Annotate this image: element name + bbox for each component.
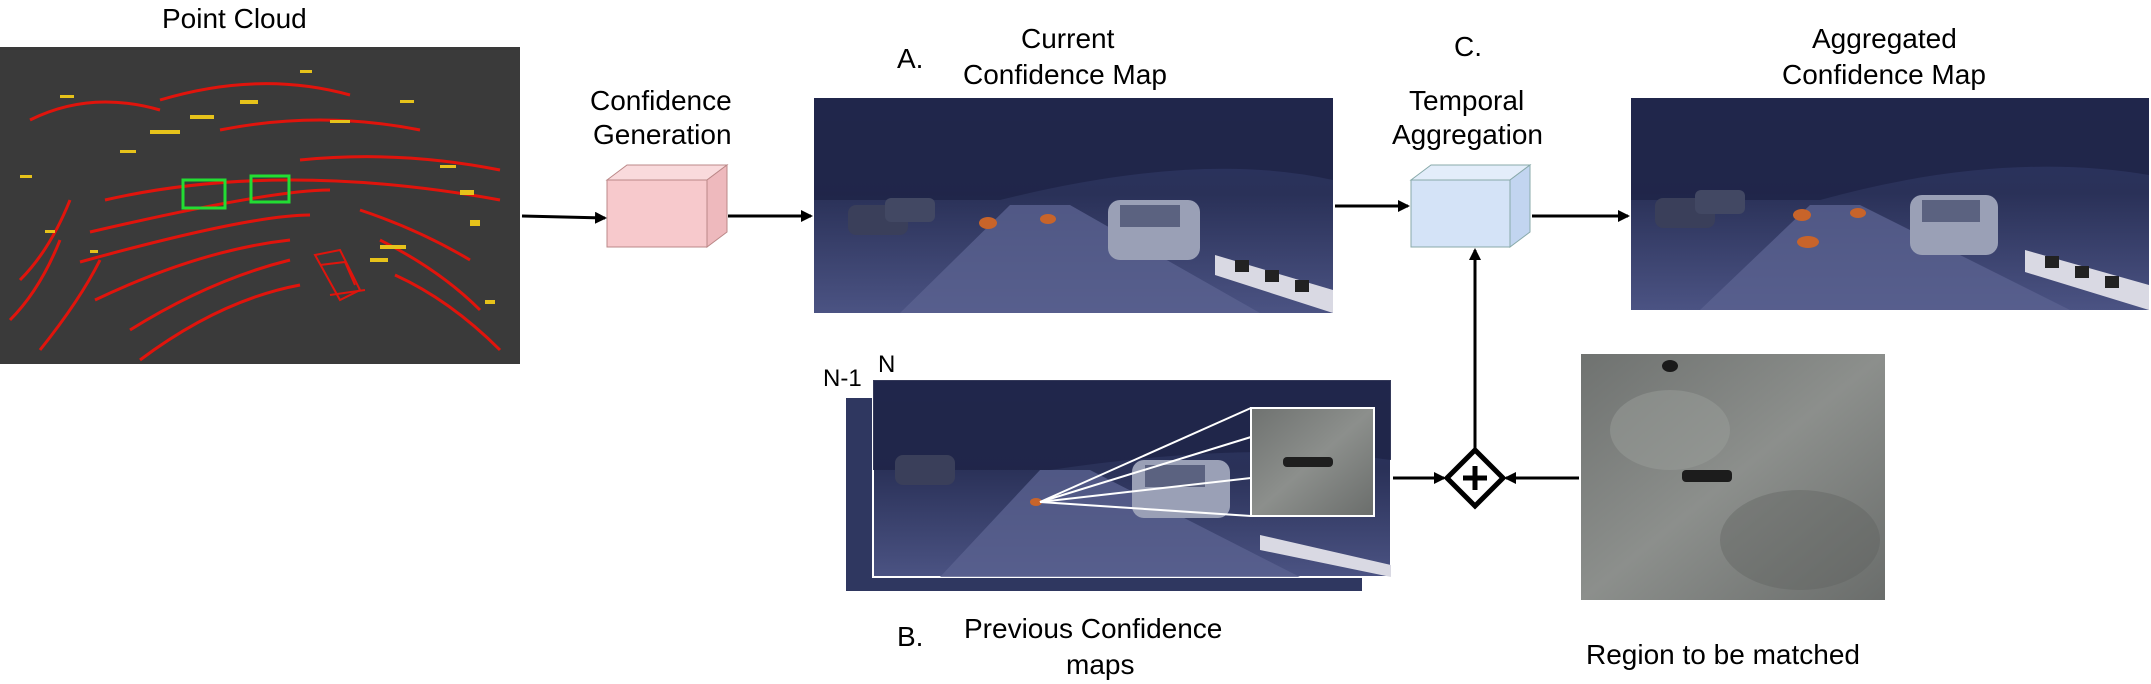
lidar-car <box>313 248 366 302</box>
lidar-rings <box>8 82 502 362</box>
confidence-spot <box>1030 498 1042 506</box>
plus-in-diamond-icon <box>1443 446 1507 510</box>
previous-confidence-maps-stack <box>846 379 1392 591</box>
region-to-be-matched-image <box>1581 354 1885 600</box>
roi-box-left <box>181 178 227 210</box>
region-to-be-matched-label: Region to be matched <box>1586 639 1860 670</box>
curb-stripes <box>2045 256 2119 288</box>
arrow-pointcloud-to-generation <box>521 211 607 224</box>
previous-maps-label-line2: maps <box>1066 649 1135 680</box>
confidence-generation-label-line1: Confidence <box>590 85 732 116</box>
roi-box-right <box>249 174 291 204</box>
frame-label-n: N <box>878 351 896 378</box>
point-cloud-image <box>0 47 520 364</box>
marker-a: A. <box>897 43 924 74</box>
lidar-yellow-points <box>20 70 495 304</box>
current-map-label-line1: Current <box>1021 23 1115 54</box>
confidence-spot <box>1040 214 1056 224</box>
current-map-label-line2: Confidence Map <box>963 59 1167 90</box>
marker-b: B. <box>897 621 924 652</box>
confidence-generation-label-line2: Generation <box>593 119 732 150</box>
aggregated-confidence-map-image <box>1631 98 2149 310</box>
zoom-callout-lines <box>1039 407 1252 517</box>
confidence-spot <box>1793 209 1811 221</box>
current-confidence-map-image <box>814 98 1333 313</box>
flow-arrows <box>521 200 1630 484</box>
point-cloud-title: Point Cloud <box>162 3 307 34</box>
previous-maps-label-line1: Previous Confidence <box>964 613 1223 644</box>
aggregated-map-label-line2: Confidence Map <box>1782 59 1986 90</box>
frame-label-n-minus-1: N-1 <box>823 365 862 392</box>
temporal-aggregation-label-line2: Aggregation <box>1392 119 1544 150</box>
confidence-spot <box>979 217 997 229</box>
temporal-aggregation-label-line1: Temporal <box>1409 85 1525 116</box>
confidence-spot <box>1797 236 1819 248</box>
curb-stripes <box>1235 260 1309 292</box>
confidence-generation-block <box>605 164 729 248</box>
marker-c: C. <box>1454 31 1482 62</box>
confidence-spot <box>1850 208 1866 218</box>
temporal-aggregation-block <box>1409 164 1532 248</box>
aggregated-map-label-line1: Aggregated <box>1812 23 1957 54</box>
